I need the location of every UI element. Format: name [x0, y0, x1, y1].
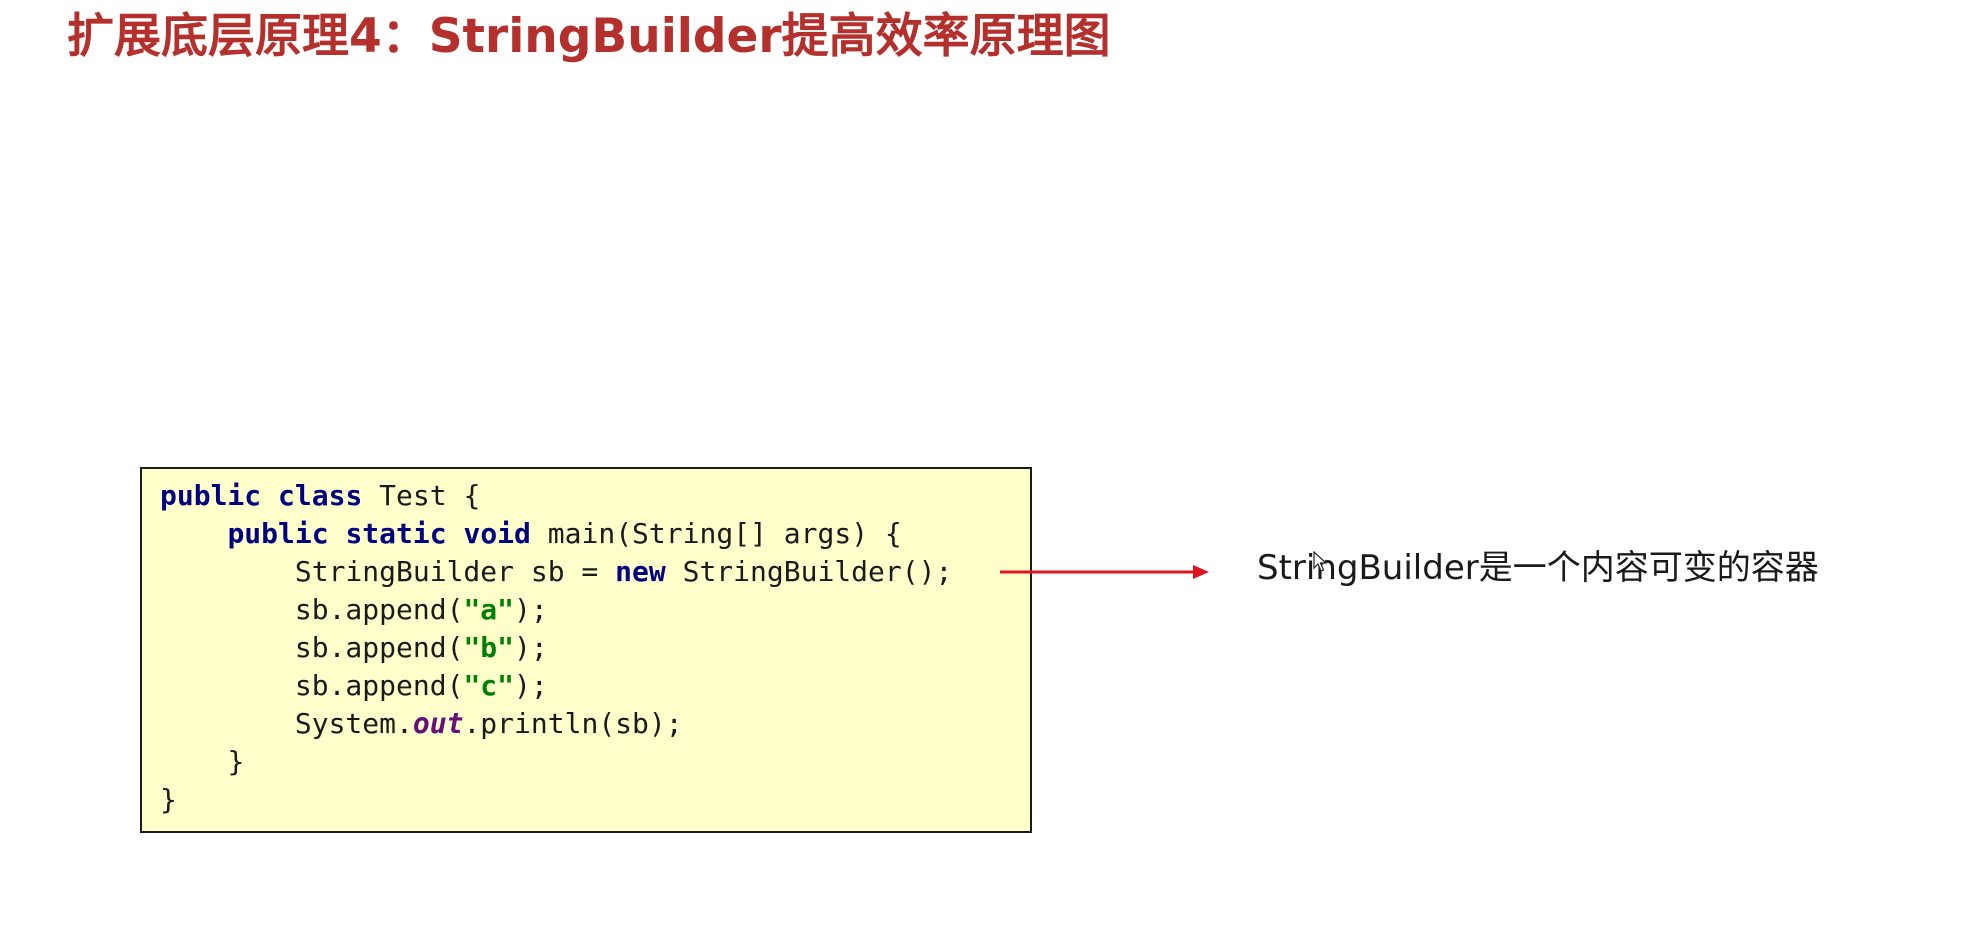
code-line: System.out.println(sb);	[160, 705, 952, 743]
code-text: main(String[] args) {	[530, 517, 902, 550]
mouse-cursor-icon	[1313, 551, 1327, 572]
code-field: out	[412, 707, 464, 740]
code-text: .println(sb);	[463, 707, 683, 740]
code-line: public static void main(String[] args) {	[160, 515, 952, 553]
code-line: sb.append("b");	[160, 629, 952, 667]
code-text: StringBuilder();	[665, 555, 953, 588]
code-text: sb.append(	[294, 631, 464, 664]
code-keyword: static	[345, 517, 447, 550]
code-indent	[160, 631, 295, 664]
code-line: }	[160, 781, 952, 819]
code-line: public class Test {	[160, 477, 952, 515]
code-text: }	[160, 783, 177, 816]
code-keyword: void	[463, 517, 531, 550]
code-keyword: new	[615, 555, 666, 588]
code-string: "b"	[463, 631, 515, 664]
code-keyword: class	[278, 479, 363, 512]
code-text: StringBuilder sb =	[294, 555, 616, 588]
code-text	[261, 479, 278, 512]
code-indent	[160, 593, 295, 626]
code-indent	[160, 555, 295, 588]
code-indent	[160, 707, 295, 740]
slide-title: 扩展底层原理4：StringBuilder提高效率原理图	[67, 9, 1111, 64]
code-block: public class Test { public static void m…	[140, 467, 1032, 833]
code-line: sb.append("c");	[160, 667, 952, 705]
code-text: System.	[294, 707, 413, 740]
code-line: sb.append("a");	[160, 591, 952, 629]
code-indent	[160, 745, 227, 778]
code-line: StringBuilder sb = new StringBuilder();	[160, 553, 952, 591]
code-text: );	[514, 669, 548, 702]
code-string: "a"	[463, 593, 515, 626]
code-line: }	[160, 743, 952, 781]
code-text: );	[514, 631, 548, 664]
code-text: }	[227, 745, 245, 778]
code-keyword: public	[227, 517, 329, 550]
code-indent	[160, 669, 295, 702]
code-text	[329, 517, 346, 550]
code-string: "c"	[463, 669, 515, 702]
code-text: Test {	[362, 479, 481, 512]
code-keyword: public	[160, 479, 262, 512]
code-text	[447, 517, 464, 550]
code-text: sb.append(	[294, 669, 464, 702]
arrow-icon	[1000, 565, 1209, 579]
code-listing: public class Test { public static void m…	[160, 477, 952, 819]
code-text: );	[514, 593, 548, 626]
annotation-text: StringBuilder是一个内容可变的容器	[1257, 548, 1819, 588]
code-indent	[160, 517, 227, 550]
code-text: sb.append(	[294, 593, 464, 626]
